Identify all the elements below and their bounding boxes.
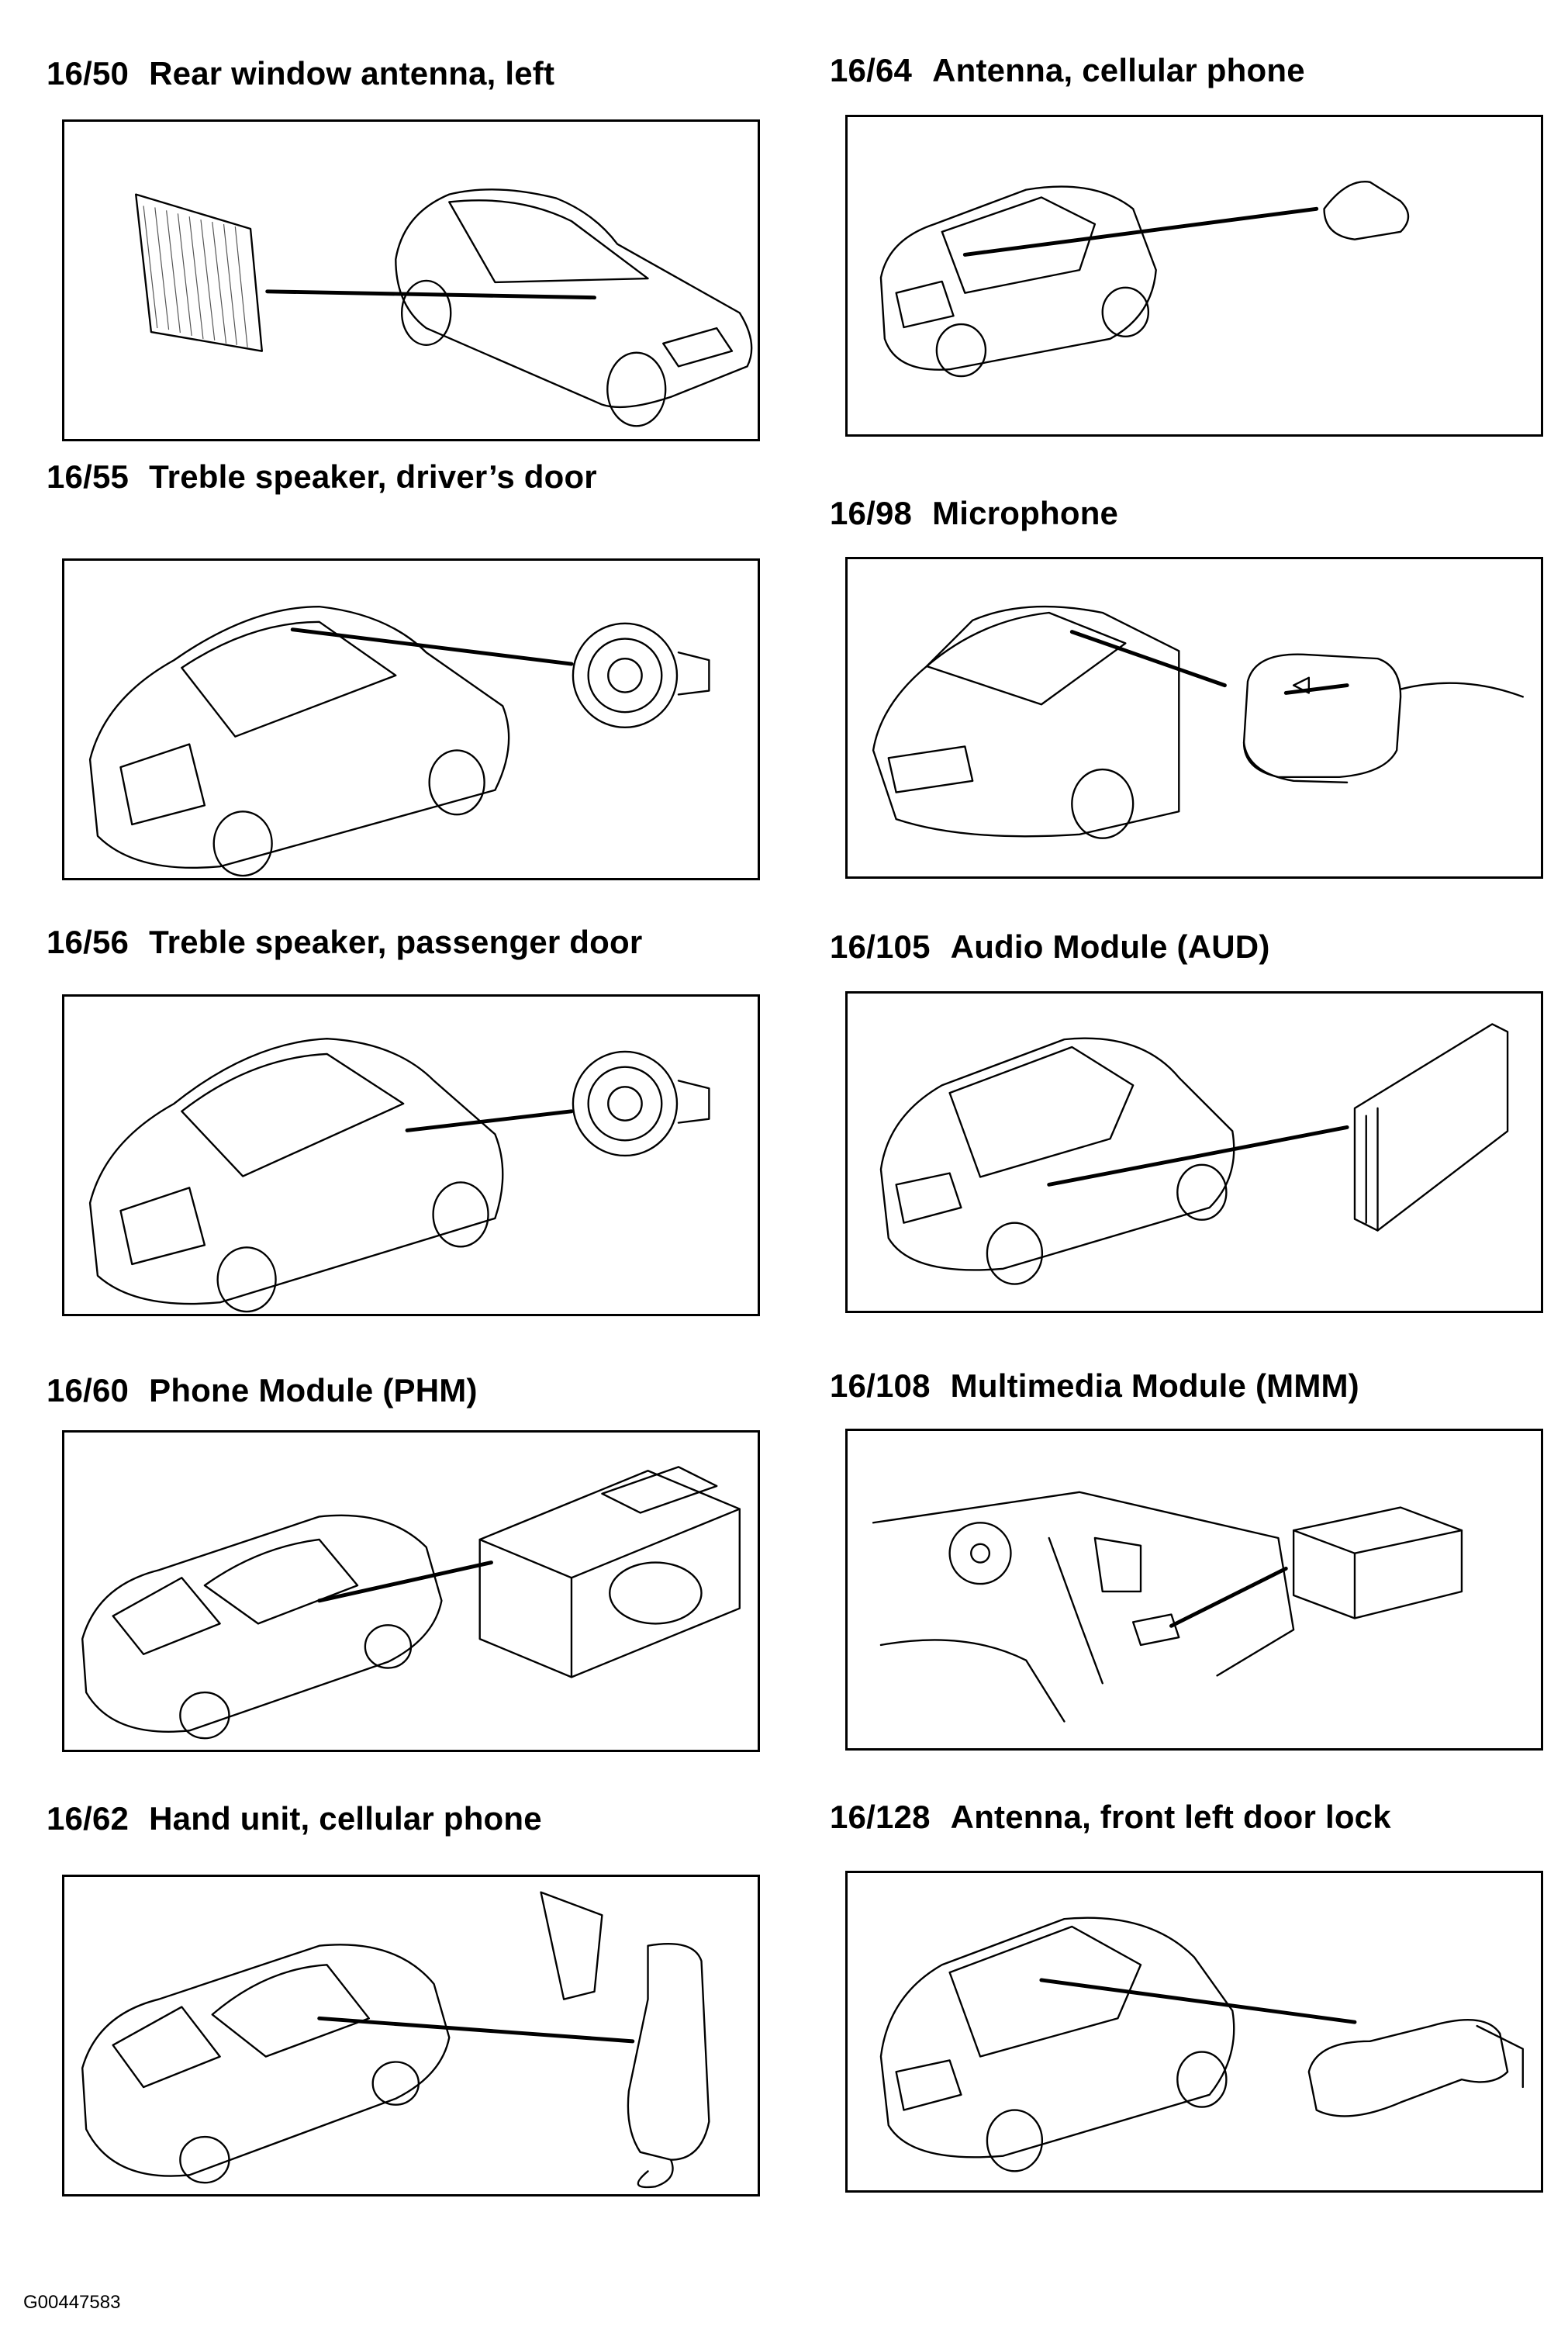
component-code: 16/98 <box>830 495 913 531</box>
illustration-passenger-door-speaker <box>62 994 760 1316</box>
component-label: Antenna, cellular phone <box>932 52 1305 88</box>
illustration-hand-unit <box>62 1875 760 2196</box>
component-code: 16/64 <box>830 52 913 88</box>
component-code: 16/50 <box>47 55 130 92</box>
component-title: 16/60 Phone Module (PHM) <box>47 1371 478 1410</box>
illustration-phone-module <box>62 1430 760 1752</box>
component-label: Audio Module (AUD) <box>950 928 1270 965</box>
component-title: 16/108 Multimedia Module (MMM) <box>830 1367 1359 1405</box>
car-treble-speaker-passenger-illustration <box>88 1038 710 1313</box>
illustration-driver-door-speaker <box>62 558 760 880</box>
component-code: 16/60 <box>47 1372 130 1408</box>
car-treble-speaker-driver-illustration <box>88 605 710 877</box>
component-title: 16/50 Rear window antenna, left <box>47 54 554 93</box>
component-label: Treble speaker, driver’s door <box>149 458 597 495</box>
component-label: Multimedia Module (MMM) <box>950 1367 1359 1404</box>
figure-id: G00447583 <box>23 2292 121 2313</box>
component-code: 16/62 <box>47 1800 130 1837</box>
illustration-rear-window-antenna <box>62 119 760 441</box>
component-title: 16/55 Treble speaker, driver’s door <box>47 458 597 496</box>
component-label: Antenna, front left door lock <box>950 1799 1391 1835</box>
illustration-multimedia-module <box>845 1429 1543 1751</box>
component-label: Treble speaker, passenger door <box>149 924 643 960</box>
car-rear-window-antenna-illustration <box>135 188 753 427</box>
component-title: 16/105 Audio Module (AUD) <box>830 928 1270 966</box>
component-title: 16/62 Hand unit, cellular phone <box>47 1799 542 1838</box>
car-phone-module-illustration <box>81 1466 741 1740</box>
component-label: Phone Module (PHM) <box>149 1372 478 1408</box>
illustration-cellular-antenna <box>845 115 1543 437</box>
illustration-audio-module <box>845 991 1543 1313</box>
car-multimedia-module-illustration <box>872 1491 1463 1723</box>
illustration-door-lock-antenna <box>845 1871 1543 2193</box>
component-title: 16/64 Antenna, cellular phone <box>830 51 1305 90</box>
car-hand-unit-illustration <box>81 1891 710 2189</box>
component-code: 16/55 <box>47 458 130 495</box>
car-cellular-antenna-illustration <box>879 181 1410 378</box>
component-label: Microphone <box>932 495 1119 531</box>
component-title: 16/56 Treble speaker, passenger door <box>47 923 642 962</box>
component-label: Hand unit, cellular phone <box>149 1800 542 1837</box>
car-audio-module-illustration <box>879 1023 1509 1285</box>
component-code: 16/105 <box>830 928 931 965</box>
component-label: Rear window antenna, left <box>149 55 555 92</box>
component-title: 16/128 Antenna, front left door lock <box>830 1798 1391 1837</box>
illustration-microphone <box>845 557 1543 879</box>
car-microphone-illustration <box>872 605 1524 839</box>
component-code: 16/56 <box>47 924 130 960</box>
car-door-lock-antenna-illustration <box>879 1917 1524 2172</box>
component-code: 16/108 <box>830 1367 931 1404</box>
component-title: 16/98 Microphone <box>830 494 1118 533</box>
component-code: 16/128 <box>830 1799 931 1835</box>
